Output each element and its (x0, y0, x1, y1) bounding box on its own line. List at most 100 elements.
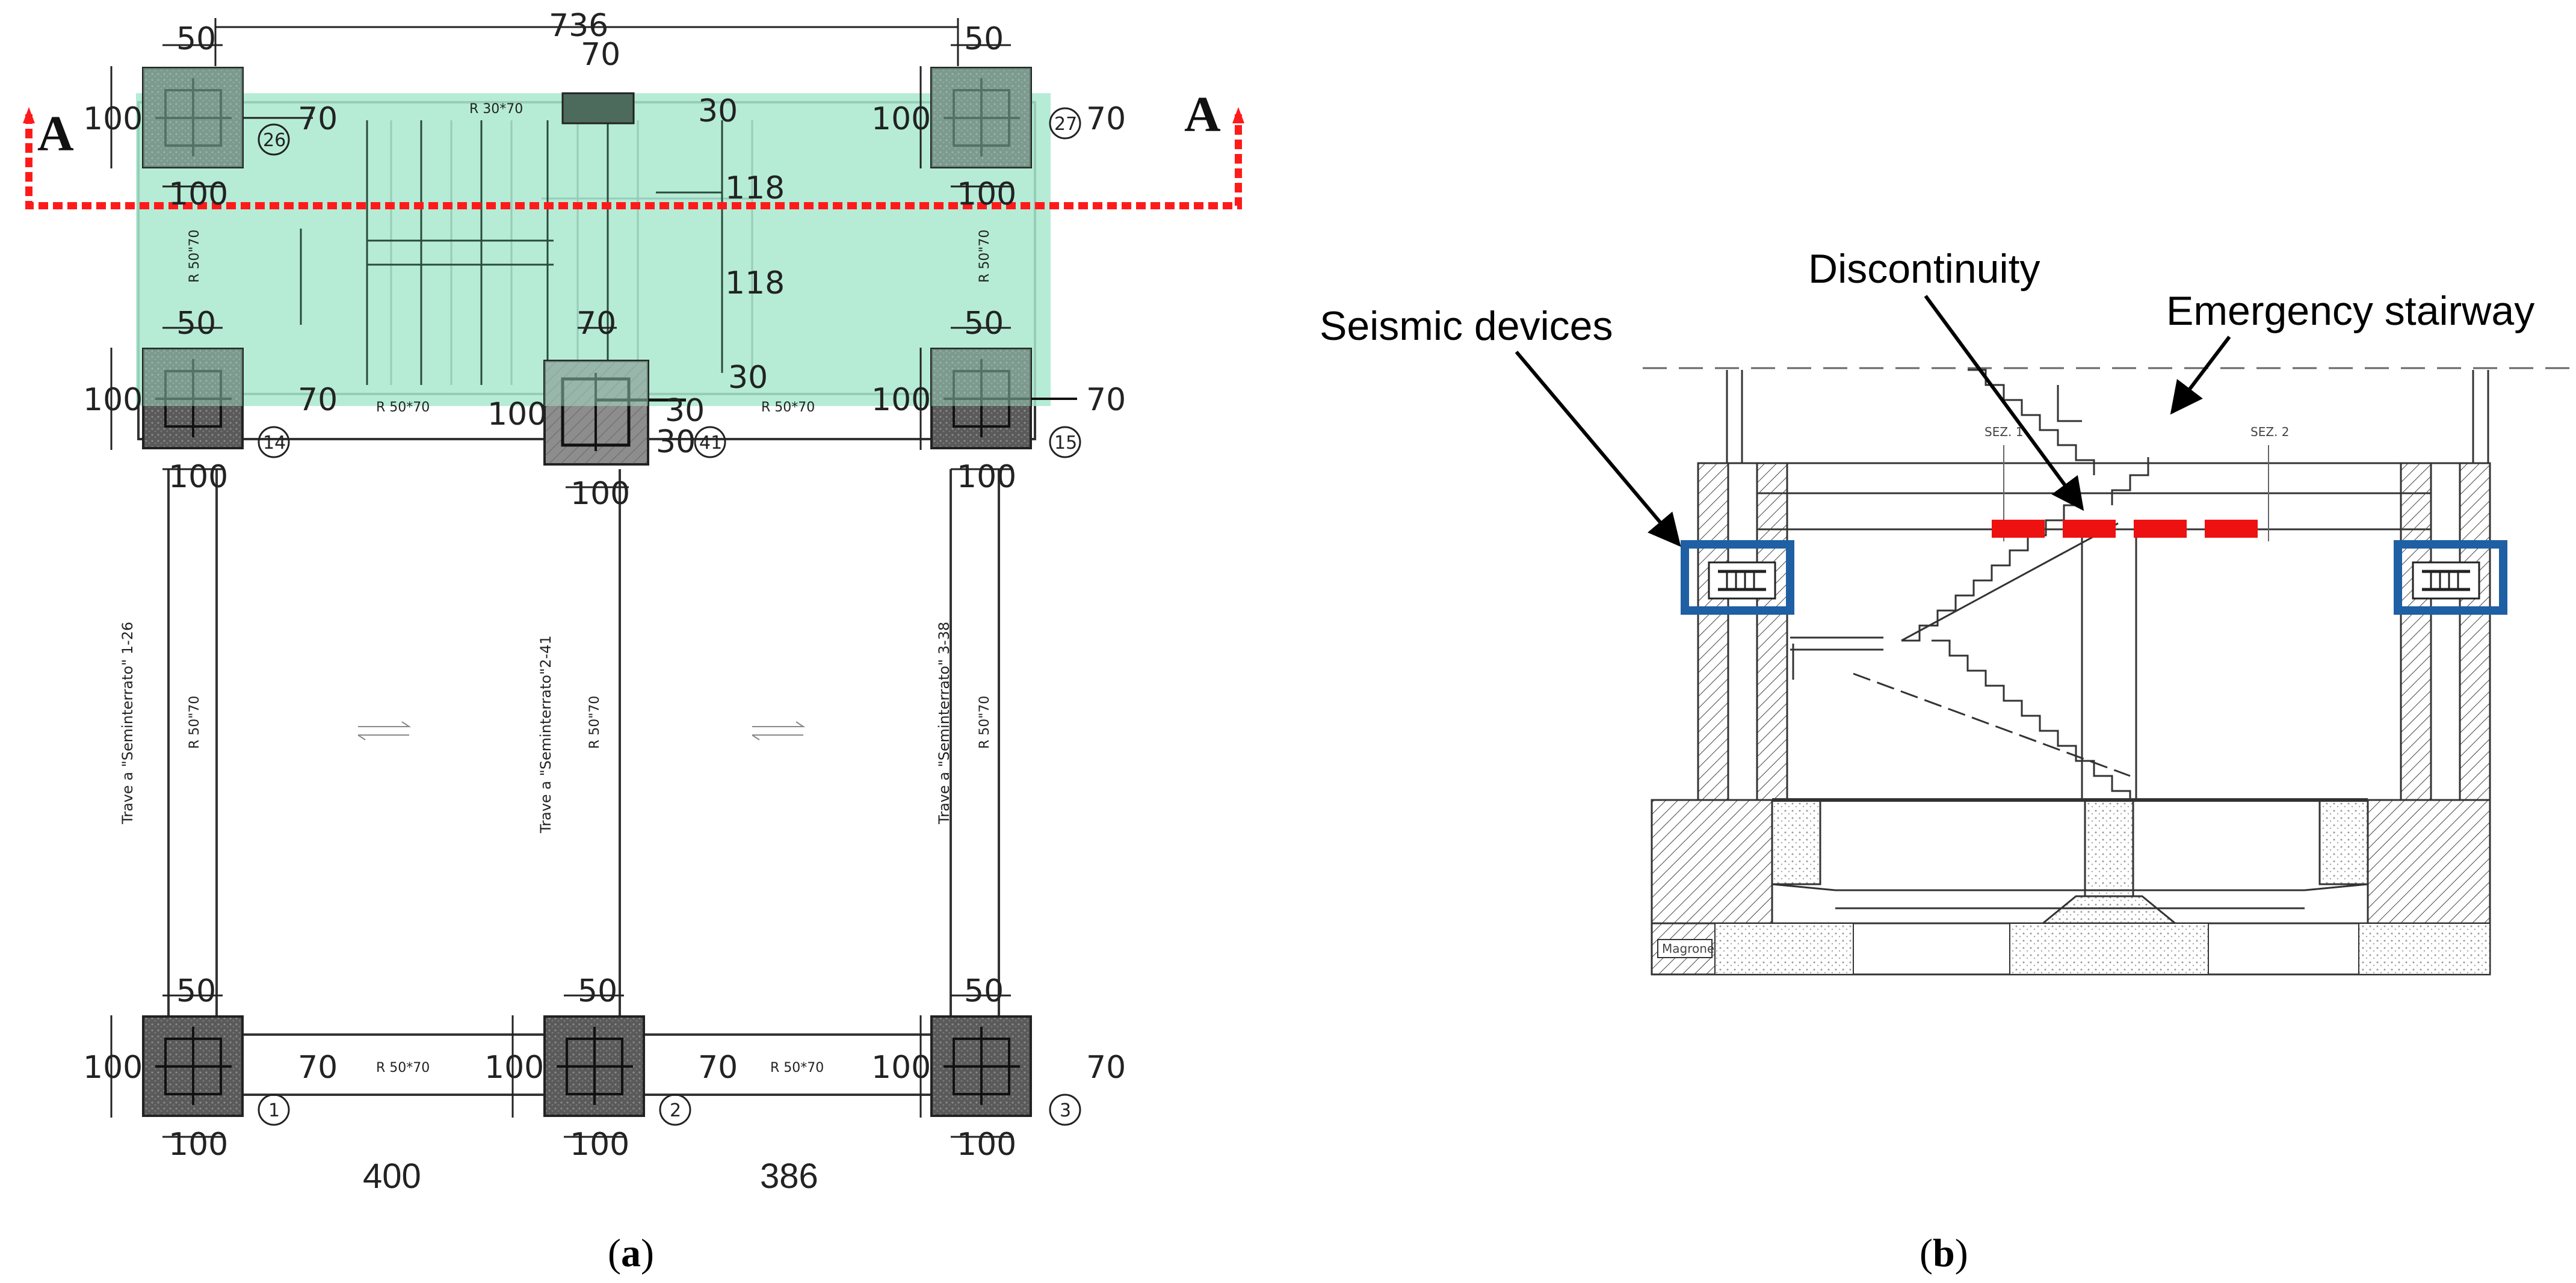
col-2-tag (659, 1094, 691, 1126)
panel-b-section: SEZ. 1 SEZ. 2 (1320, 246, 2576, 1275)
col-15-number: 15 (1054, 432, 1077, 454)
col-27-width: 50 (964, 21, 1004, 57)
magrone-label: Magrone (1662, 941, 1714, 956)
section-marker-right: A (1184, 87, 1221, 143)
col-15-side: 100 (871, 382, 931, 418)
column-3 (919, 994, 1032, 1138)
col-14-depth: 70 (298, 382, 338, 418)
label-seismic-devices: Seismic devices (1320, 303, 1613, 349)
col-3-number: 3 (1060, 1100, 1071, 1121)
col-14-width: 50 (176, 306, 216, 342)
seismic-device-left (1681, 540, 1794, 615)
beam-section-2: R 50"70 (587, 696, 602, 749)
col-41-side: 100 (487, 396, 547, 432)
col-26-tag (258, 123, 290, 156)
landing-2-label: 118 (725, 265, 785, 301)
col-41-offset-2: 30 (656, 424, 696, 460)
col-14-tag (258, 426, 290, 458)
col-41-bottom: 100 (570, 476, 630, 512)
beam-label-stair-left: R 50"70 (187, 230, 202, 283)
col-27-tag (1049, 107, 1081, 140)
col-26-side: 100 (83, 101, 143, 137)
col-2-bottom: 100 (570, 1127, 629, 1163)
col-27-side: 100 (871, 101, 931, 137)
col-26-depth: 70 (298, 101, 338, 137)
sez-1-label: SEZ. 1 (1985, 425, 2023, 439)
beam-name-3: Trave a "Seminterrato" 3-38 (936, 622, 953, 825)
col-15-width: 50 (964, 306, 1004, 342)
magrone-tag (1657, 939, 1713, 958)
arrow-discontinuity (1924, 295, 2084, 511)
col-3-bottom: 100 (957, 1127, 1016, 1163)
arrow-stairway (2170, 336, 2231, 415)
left-wall (1697, 462, 1788, 801)
col-1-side: 100 (83, 1050, 143, 1086)
col-2-depth: 70 (698, 1050, 738, 1086)
seismic-device-right (2394, 540, 2507, 615)
column-26 (110, 44, 313, 188)
stair-width-label: 30 (698, 93, 738, 129)
col-41-number: 41 (699, 432, 722, 454)
emergency-stairway (1790, 369, 2149, 800)
col-1-bottom: 100 (168, 1127, 228, 1163)
col-26-bottom: 100 (168, 176, 228, 212)
col-15-depth: 70 (1086, 382, 1126, 418)
col-15-bottom: 100 (957, 459, 1016, 495)
column-27 (919, 44, 1032, 188)
beam-section-1: R 50"70 (187, 696, 202, 749)
col-27-number: 27 (1054, 114, 1077, 135)
col-15-tag (1049, 426, 1081, 458)
landing-1-label: 118 (725, 170, 785, 206)
caption-a: (a) (608, 1231, 654, 1275)
column-15 (919, 327, 1077, 470)
top-beam-block (561, 92, 635, 125)
col-14-number: 14 (263, 432, 286, 454)
overall-dimension-value: 736 (549, 8, 608, 44)
section-marker-left: A (37, 106, 74, 162)
block-width-label: 70 (581, 37, 620, 73)
beam-label-bottom-right: R 50*70 (770, 1060, 824, 1075)
col-26-number: 26 (263, 130, 286, 151)
span-right: 386 (760, 1157, 818, 1196)
col-14-side: 100 (83, 382, 143, 418)
panel-a-floor-plan: 736 (23, 8, 1244, 1275)
col-2-number: 2 (670, 1100, 681, 1121)
col-1-width: 50 (176, 973, 216, 1009)
discontinuity-line (1992, 520, 2258, 538)
section-line-a-a (23, 107, 1244, 209)
caption-b-letter: b (1933, 1231, 1955, 1275)
col-14-bottom: 100 (168, 459, 228, 495)
slab-direction-arrows (357, 721, 806, 740)
col-41-tag (694, 426, 726, 458)
beam-label-mid-left: R 50*70 (376, 400, 430, 415)
stair-linework-overlay (300, 120, 723, 385)
col-27-bottom: 100 (957, 176, 1016, 212)
column-14 (110, 327, 244, 470)
label-emergency-stairway: Emergency stairway (2166, 288, 2534, 334)
landing-end-label: 30 (728, 360, 768, 396)
right-wall (2400, 462, 2491, 801)
col-26-width: 50 (176, 21, 216, 57)
col-2-side: 100 (484, 1050, 544, 1086)
col-1-depth: 70 (298, 1050, 338, 1086)
beam-label-stair-right: R 50"70 (977, 230, 992, 283)
arrow-seismic (1515, 351, 1681, 547)
col-2-width: 50 (578, 973, 617, 1009)
col-3-depth: 70 (1086, 1050, 1126, 1086)
overall-dimension (214, 18, 959, 66)
top-beam-label: R 30*70 (469, 102, 523, 117)
column-41 (543, 327, 686, 488)
sez-2-label: SEZ. 2 (2250, 425, 2289, 439)
caption-b: (b) (1920, 1231, 1968, 1275)
foundation (1651, 798, 2491, 976)
col-3-width: 50 (964, 973, 1004, 1009)
beam-label-mid-right: R 50*70 (761, 400, 815, 415)
col-27-depth: 70 (1086, 101, 1126, 137)
upper-slab (1726, 370, 2489, 531)
beam-name-1: Trave a "Seminterrato" 1-26 (119, 622, 136, 825)
col-3-tag (1049, 1094, 1081, 1126)
beam-section-3: R 50"70 (977, 696, 992, 749)
column-1 (110, 994, 244, 1138)
col-41-width: 70 (576, 306, 616, 342)
